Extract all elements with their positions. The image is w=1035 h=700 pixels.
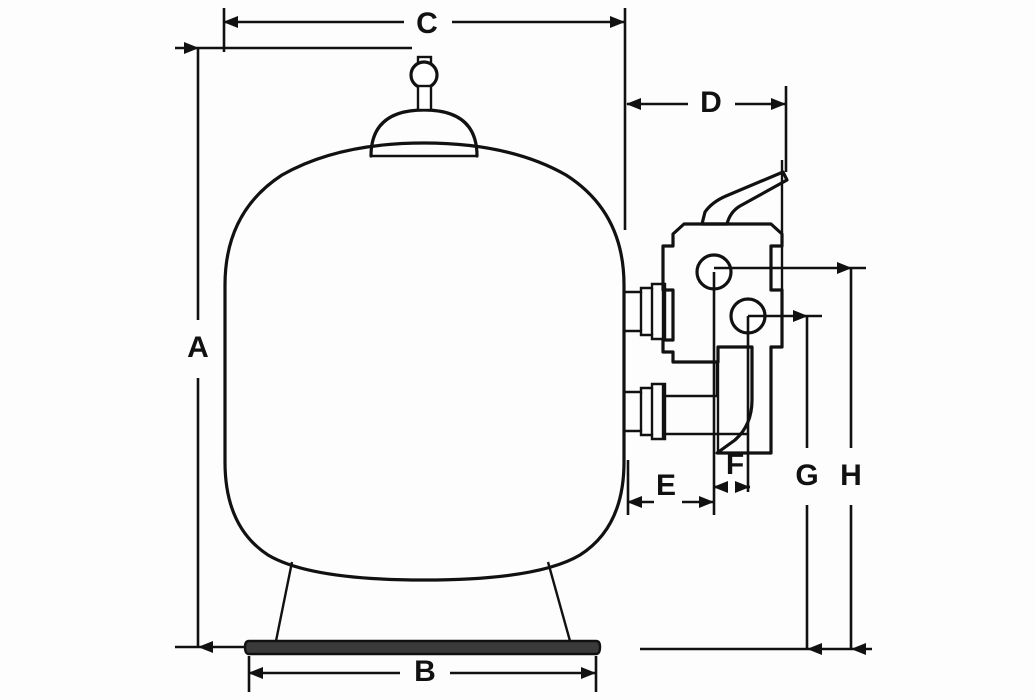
dimension-label-F: F bbox=[726, 448, 744, 481]
dimension-G: G bbox=[640, 310, 872, 655]
dimension-B: B bbox=[247, 655, 598, 692]
tank-body bbox=[223, 141, 626, 582]
dimension-E: E bbox=[626, 460, 714, 515]
tank-dome bbox=[369, 108, 479, 158]
tank-legs bbox=[274, 561, 572, 642]
upper-port bbox=[622, 282, 667, 341]
base-plate bbox=[243, 639, 602, 656]
valve-internal-lines bbox=[665, 362, 748, 436]
dimension-A: A bbox=[175, 42, 412, 653]
dimension-F: F bbox=[713, 448, 750, 493]
multiport-valve[interactable] bbox=[661, 160, 784, 455]
dimension-label-D: D bbox=[700, 86, 722, 119]
port-centerline-leaders bbox=[712, 272, 750, 515]
lower-port bbox=[622, 382, 667, 441]
dimension-label-C: C bbox=[416, 7, 438, 40]
dimension-label-B: B bbox=[414, 655, 436, 688]
air-relief-valve[interactable] bbox=[409, 55, 439, 112]
dimension-label-A: A bbox=[187, 331, 209, 364]
dimension-label-G: G bbox=[795, 459, 818, 492]
dimension-C: C bbox=[222, 7, 627, 230]
dimension-H: H bbox=[714, 262, 866, 655]
valve-handle[interactable] bbox=[700, 170, 789, 226]
dimension-label-E: E bbox=[656, 469, 676, 502]
dimension-label-H: H bbox=[840, 459, 862, 492]
dimension-D: D bbox=[626, 86, 788, 172]
